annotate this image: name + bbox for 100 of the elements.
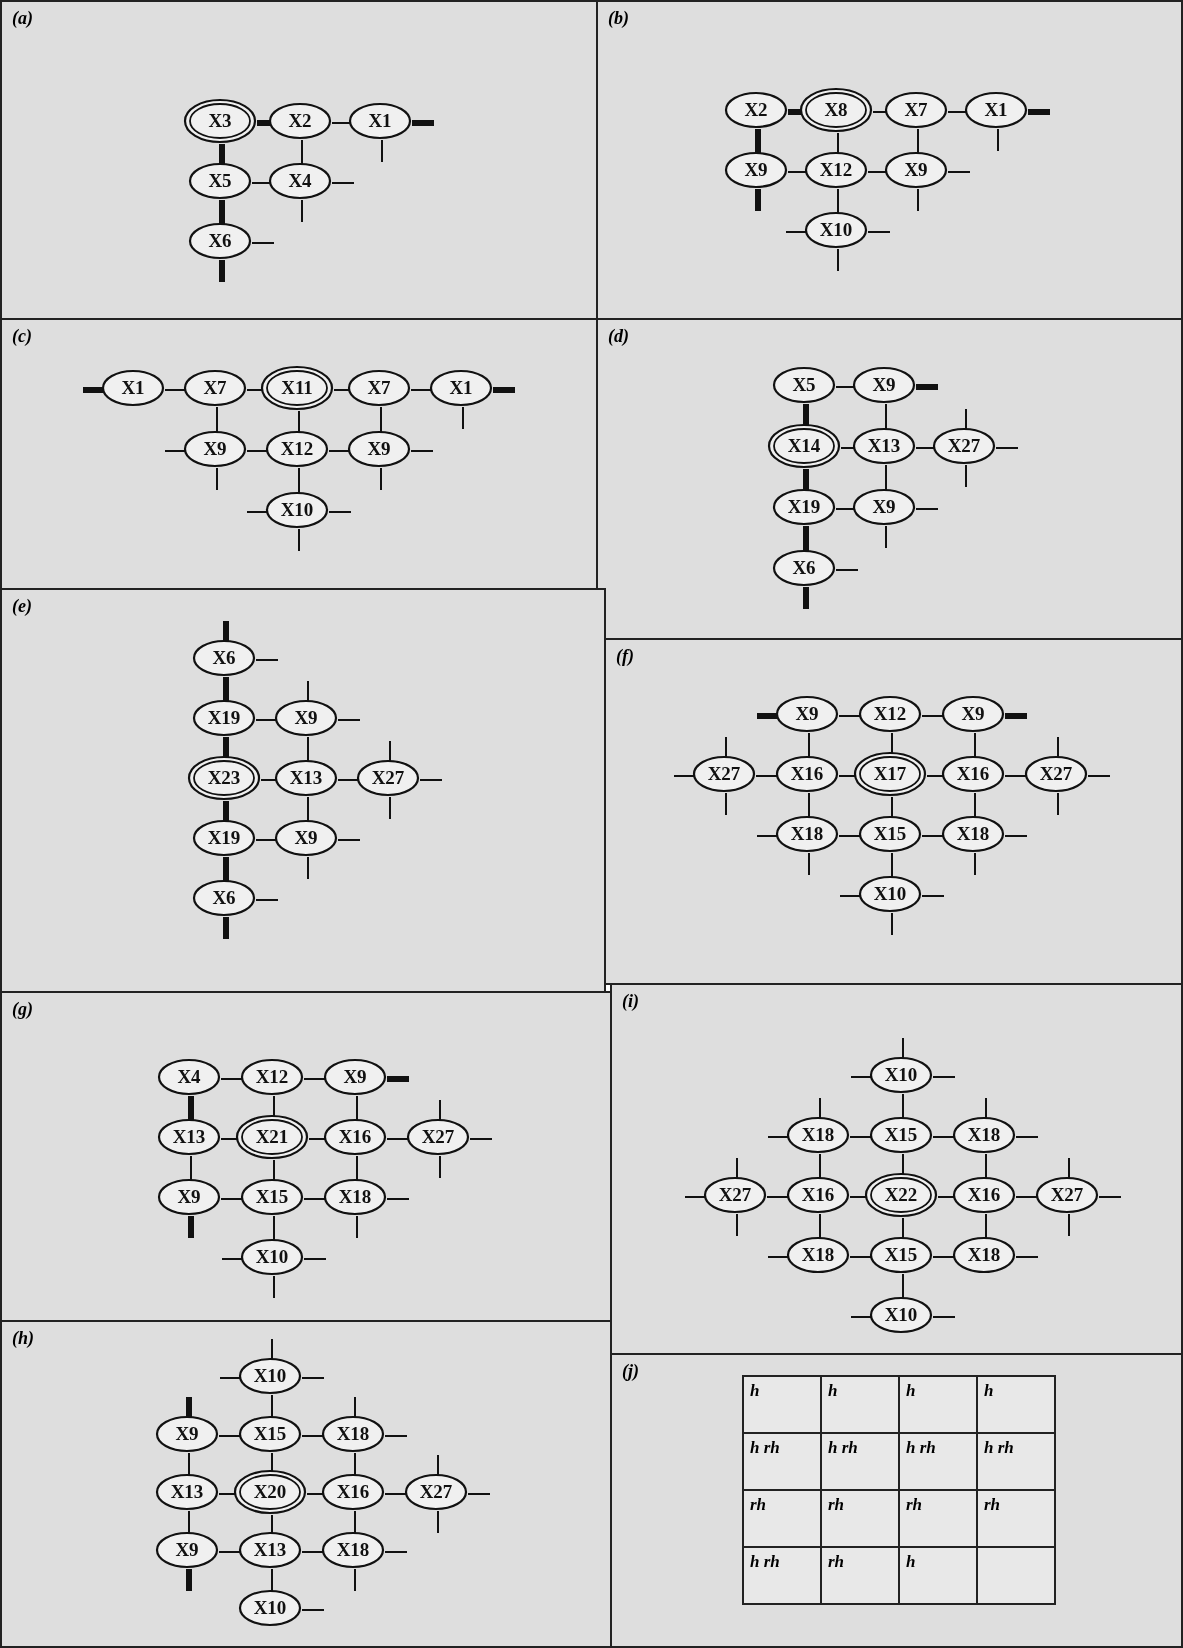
panel-label: (d) (608, 326, 629, 347)
connector-line (257, 120, 272, 126)
stub-line (216, 467, 218, 491)
stub-line (301, 199, 303, 223)
ellipse-node: X12 (804, 151, 868, 189)
stub-line (725, 792, 727, 816)
stub-line (188, 1216, 194, 1238)
stub-line (947, 171, 971, 173)
double-ellipse-node: X22 (864, 1172, 938, 1218)
stub-line (301, 1609, 325, 1611)
double-ellipse-node: X21 (235, 1114, 309, 1160)
ellipse-node: X7 (347, 369, 411, 407)
stub-line (736, 1213, 738, 1237)
double-ellipse-node: X17 (853, 751, 927, 797)
stub-line (1068, 1213, 1070, 1237)
ellipse-node: X13 (852, 427, 916, 465)
stub-line (462, 406, 464, 430)
panel (0, 318, 598, 590)
ellipse-node: X18 (786, 1236, 850, 1274)
ellipse-node: X9 (323, 1058, 387, 1096)
ellipse-node: X27 (1024, 755, 1088, 793)
table-cell: h (743, 1376, 821, 1433)
stub-line (331, 182, 355, 184)
connector-line (803, 404, 809, 427)
double-ellipse-node: X20 (233, 1469, 307, 1515)
ellipse-node: X10 (238, 1589, 302, 1627)
panel (610, 1353, 1183, 1648)
panel-label: (a) (12, 8, 33, 29)
table-cell: rh (821, 1547, 899, 1604)
ellipse-node: X18 (941, 815, 1005, 853)
stub-line (83, 387, 105, 393)
double-ellipse-node: X3 (183, 98, 257, 144)
stub-line (867, 231, 891, 233)
ellipse-node: X13 (274, 759, 338, 797)
ellipse-node: X9 (884, 151, 948, 189)
panel-label: (j) (622, 1361, 639, 1382)
table-cell: h (899, 1547, 977, 1604)
ellipse-node: X2 (724, 91, 788, 129)
stub-line (916, 384, 938, 390)
panel (0, 1320, 612, 1648)
ellipse-node: X2 (268, 102, 332, 140)
double-ellipse-node: X14 (767, 423, 841, 469)
stub-line (328, 511, 352, 513)
stub-line (755, 189, 761, 211)
stub-line (932, 1076, 956, 1078)
ellipse-node: X9 (852, 488, 916, 526)
ellipse-node: X12 (265, 430, 329, 468)
ellipse-node: X4 (268, 162, 332, 200)
ellipse-node: X9 (941, 695, 1005, 733)
ellipse-node: X9 (155, 1531, 219, 1569)
double-ellipse-node: X8 (799, 87, 873, 133)
ellipse-node: X10 (869, 1056, 933, 1094)
stub-line (469, 1138, 493, 1140)
stub-line (354, 1568, 356, 1592)
ellipse-node: X13 (155, 1473, 219, 1511)
ellipse-node: X7 (884, 91, 948, 129)
stub-line (389, 796, 391, 820)
stub-line (384, 1551, 408, 1553)
stub-line (1015, 1136, 1039, 1138)
ellipse-node: X27 (703, 1176, 767, 1214)
panel (0, 588, 606, 993)
panel-label: (i) (622, 991, 639, 1012)
ellipse-node: X9 (274, 699, 338, 737)
ellipse-node: X9 (724, 151, 788, 189)
ellipse-node: X13 (238, 1531, 302, 1569)
connector-line (223, 737, 229, 759)
ellipse-node: X9 (155, 1415, 219, 1453)
double-ellipse-node: X23 (187, 755, 261, 801)
ellipse-node: X9 (157, 1178, 221, 1216)
connector-line (223, 857, 229, 883)
ellipse-node: X16 (941, 755, 1005, 793)
stub-line (223, 621, 229, 643)
ellipse-node: X27 (404, 1473, 468, 1511)
stub-line (303, 1258, 327, 1260)
ellipse-node: X15 (238, 1415, 302, 1453)
panel-label: (c) (12, 326, 32, 347)
stub-line (356, 1215, 358, 1239)
stub-line (437, 1510, 439, 1534)
ellipse-node: X16 (321, 1473, 385, 1511)
ellipse-node: X1 (429, 369, 493, 407)
stub-line (337, 719, 361, 721)
stub-line (808, 852, 810, 876)
ellipse-node: X1 (101, 369, 165, 407)
ellipse-node: X19 (192, 819, 256, 857)
panel-label: (e) (12, 596, 32, 617)
stub-line (1015, 1256, 1039, 1258)
stub-line (803, 587, 809, 609)
ellipse-node: X16 (952, 1176, 1016, 1214)
table-cell: h rh (743, 1547, 821, 1604)
table-cell: rh (977, 1490, 1055, 1547)
stub-line (439, 1155, 441, 1179)
table-cell: h rh (821, 1433, 899, 1490)
ellipse-node: X15 (869, 1236, 933, 1274)
ellipse-node: X5 (772, 366, 836, 404)
stub-line (1004, 835, 1028, 837)
stub-line (186, 1397, 192, 1419)
ellipse-node: X18 (952, 1116, 1016, 1154)
stub-line (307, 856, 309, 880)
ellipse-node: X15 (869, 1116, 933, 1154)
table-cell: h (821, 1376, 899, 1433)
